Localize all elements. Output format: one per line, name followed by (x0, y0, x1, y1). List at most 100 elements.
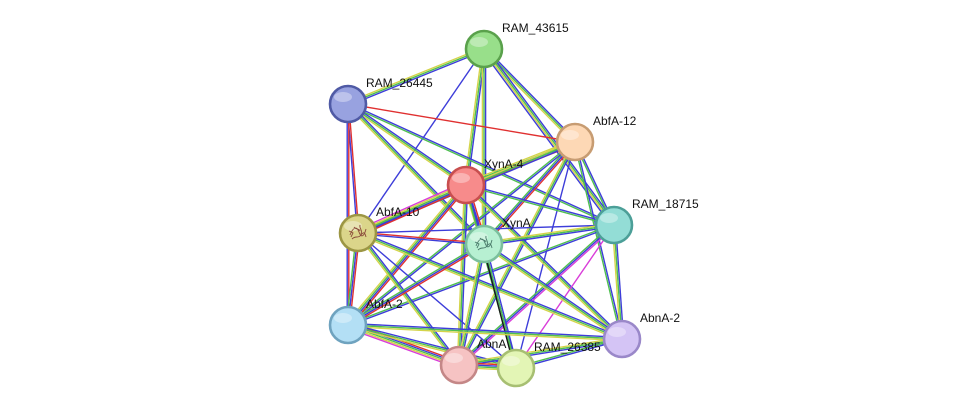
node-circle[interactable] (439, 345, 479, 385)
node-highlight (600, 213, 618, 223)
edge-evidence-line (348, 102, 615, 225)
node-ram-26445[interactable]: RAM_26445 (328, 76, 433, 124)
edge-ram-26445-abfa-12 (347, 103, 576, 143)
edge-evidence-line (483, 243, 517, 369)
edge-evidence-line (347, 325, 622, 342)
edge-evidence-line (358, 231, 485, 244)
node-ram-26385[interactable]: RAM_26385 (496, 340, 601, 388)
node-abfa-2[interactable]: AbfA-2 (328, 297, 403, 345)
edge-evidence-line (347, 103, 467, 186)
edge-evidence-line (456, 140, 575, 365)
edge-evidence-line (346, 104, 466, 187)
edge-evidence-line (481, 244, 516, 369)
node-circle[interactable] (464, 224, 504, 264)
edge-evidence-line (347, 325, 459, 368)
node-circle[interactable] (328, 84, 368, 124)
edge-evidence-line (348, 244, 486, 327)
node-label: AbnA-2 (640, 311, 680, 325)
node-highlight (470, 37, 488, 47)
node-label: XynA-4 (484, 157, 524, 171)
node-abfa-12[interactable]: AbfA-12 (555, 114, 637, 162)
node-highlight (334, 313, 352, 323)
node-label: AbfA-2 (366, 297, 403, 311)
edge-evidence-line (484, 225, 615, 247)
edge-evidence-line (483, 224, 615, 245)
edge-xyna-4-ram-18715 (465, 183, 615, 227)
edge-evidence-line (483, 222, 614, 244)
edge-evidence-line (357, 233, 484, 246)
node-highlight (561, 130, 579, 140)
node-circle[interactable] (496, 348, 536, 388)
node-highlight (608, 327, 626, 337)
node-circle[interactable] (594, 205, 634, 245)
node-abna[interactable]: AbnA (439, 337, 506, 385)
edge-ram-43615-abfa-10 (357, 48, 485, 234)
node-ram-18715[interactable]: RAM_18715 (594, 197, 699, 245)
edge-evidence-line (357, 48, 485, 234)
edge-evidence-line (348, 49, 485, 107)
edge-ram-18715-ram-26385 (515, 224, 615, 369)
edge-abfa-2-abna-2 (347, 322, 623, 342)
node-xyna-4[interactable]: XynA-4 (446, 157, 524, 205)
edge-evidence-line (347, 48, 485, 105)
edge-evidence-line (347, 104, 614, 227)
edge-evidence-line (464, 139, 575, 184)
edge-evidence-line (483, 141, 576, 245)
edge-evidence-line (482, 244, 622, 341)
node-xyna[interactable]: XynA (464, 216, 531, 264)
edge-evidence-line (357, 182, 466, 233)
node-highlight (445, 353, 463, 363)
node-ram-43615[interactable]: RAM_43615 (464, 21, 569, 69)
node-circle[interactable] (328, 305, 368, 345)
node-abna-2[interactable]: AbnA-2 (602, 311, 680, 359)
edge-ram-26445-abfa-2 (346, 104, 350, 325)
edge-evidence-line (348, 322, 623, 339)
edge-evidence-line (573, 142, 622, 340)
edge-evidence-line (358, 230, 623, 339)
edge-evidence-line (465, 48, 485, 186)
node-label: XynA (502, 216, 531, 230)
node-label: AbfA-10 (376, 205, 420, 219)
node-highlight (334, 92, 352, 102)
edge-xyna-abfa-2 (346, 242, 486, 327)
edge-evidence-line (458, 336, 622, 365)
edge-evidence-line (346, 327, 459, 369)
edge-evidence-line (349, 186, 469, 327)
edge-evidence-line (347, 140, 575, 325)
node-layer: RAM_43615RAM_26445AbfA-12XynA-4RAM_18715… (328, 21, 699, 388)
edge-xyna-abna-2 (482, 242, 624, 341)
edge-evidence-line (459, 244, 487, 366)
edge-xyna-4-abfa-10 (356, 181, 468, 237)
edge-ram-43615-xyna (481, 49, 487, 244)
node-abfa-10[interactable]: AbfA-10 (338, 205, 420, 253)
edge-evidence-line (357, 232, 623, 340)
edge-evidence-line (463, 48, 484, 185)
node-circle[interactable] (446, 165, 486, 205)
edge-evidence-line (346, 242, 484, 325)
protein-structure-icon (348, 224, 367, 240)
node-circle[interactable] (602, 319, 642, 359)
node-circle[interactable] (464, 29, 504, 69)
node-label: RAM_18715 (632, 197, 699, 211)
node-circle[interactable] (555, 122, 595, 162)
edge-evidence-line (356, 181, 465, 231)
edge-evidence-line (465, 185, 614, 227)
edge-evidence-line (465, 184, 623, 340)
edge-evidence-line (356, 233, 459, 367)
edge-abfa-10-xyna (357, 231, 485, 246)
edge-evidence-line (346, 104, 484, 246)
node-label: RAM_26445 (366, 76, 433, 90)
edge-evidence-line (348, 102, 468, 185)
edge-xyna-4-abna-2 (464, 183, 624, 341)
edge-ram-43615-ram-26445 (347, 46, 485, 107)
node-circle[interactable] (338, 213, 378, 253)
node-highlight (502, 356, 520, 366)
edge-evidence-line (357, 232, 460, 366)
node-label: AbfA-12 (593, 114, 637, 128)
node-label: RAM_43615 (502, 21, 569, 35)
edge-evidence-line (358, 185, 467, 236)
edge-evidence-line (458, 243, 485, 366)
edge-evidence-line (357, 184, 467, 234)
edge-evidence-line (357, 233, 622, 342)
edge-evidence-line (484, 48, 616, 225)
